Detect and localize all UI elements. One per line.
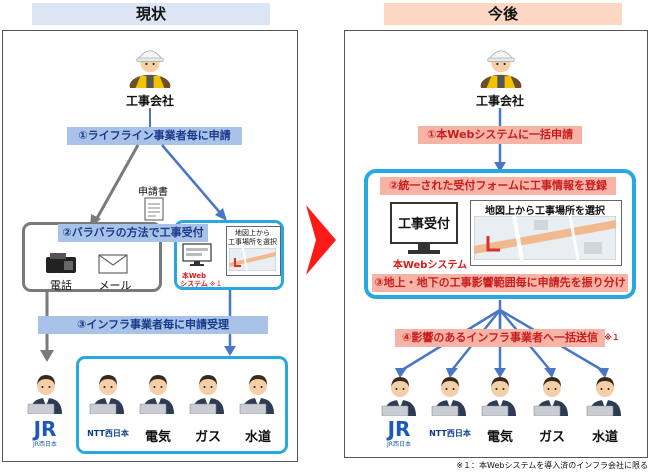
right-step1-bar: ①本Webシステムに一括申請 (418, 126, 582, 144)
right-water-officer-icon (585, 372, 625, 416)
right-map-caption: 地図上から工事場所を選択 (485, 206, 605, 217)
right-header: 今後 (384, 3, 622, 25)
left-gas-officer-icon (188, 370, 228, 414)
left-jr-label: JR西日本 (33, 441, 57, 448)
right-jr-label: JR西日本 (387, 441, 411, 448)
right-company-label: 工事会社 (475, 94, 524, 108)
left-infra-group-box (76, 356, 288, 454)
left-gas-label: ガス (194, 430, 221, 445)
left-electric-label: 電気 (144, 430, 171, 445)
left-electric-officer-icon (138, 370, 178, 414)
application-document-label: 申請書 (138, 187, 168, 198)
fax-phone-icon (46, 253, 76, 273)
left-jr-logo: JR JR西日本 (20, 419, 70, 448)
right-electric-officer-icon (480, 372, 520, 416)
right-ntt-label: NTT西日本 (429, 429, 471, 438)
right-ntt-officer-icon (430, 372, 470, 416)
left-water-label: 水道 (244, 430, 271, 445)
left-header: 現状 (32, 3, 270, 25)
right-water-label: 水道 (591, 430, 618, 445)
left-web-screen-text1: 地図上から (235, 229, 270, 237)
right-electric-label: 電気 (486, 430, 513, 445)
transition-arrow-icon (306, 205, 336, 275)
phone-label: 電話 (50, 279, 72, 292)
right-step3-bar: ③地上・地下の工事影響範囲毎に申請先を振り分け (372, 274, 628, 292)
left-web-screen-text2: 工事場所を選択 (228, 238, 277, 246)
right-step2-bar: ②統一された受付フォームに工事情報を登録 (380, 177, 616, 195)
left-company-label: 工事会社 (125, 94, 174, 108)
footnote: ※１：本Webシステムを導入済のインフラ会社に限る (456, 461, 648, 470)
right-monitor-icon (390, 202, 458, 254)
left-monitor-icon (182, 243, 212, 266)
application-document-icon (144, 197, 164, 221)
right-jr-logo: JR JR西日本 (374, 419, 424, 448)
left-water-officer-icon (238, 370, 278, 414)
right-map-thumbnail (474, 216, 616, 260)
right-gas-officer-icon (532, 372, 572, 416)
right-step4-bar: ④影響のあるインフラ事業者へ一括送信 (395, 329, 605, 347)
right-step4-note: ※１ (604, 333, 620, 342)
mail-label: メール (98, 279, 132, 292)
left-web-system-label2: システム (180, 280, 208, 288)
left-ntt-officer-icon (88, 370, 128, 414)
left-step1-bar: ①ライフライン事業者毎に申請 (67, 127, 242, 145)
left-jr-officer-icon (26, 370, 66, 414)
left-step3-bar: ③インフラ事業者毎に申請受理 (38, 316, 268, 334)
mail-icon (98, 254, 128, 274)
left-step2-bar: ②バラバラの方法で工事受付 (58, 224, 208, 242)
left-map-thumbnail (229, 248, 276, 271)
left-web-system-note: ※１ (209, 280, 223, 288)
left-web-system-label1: 本Web (181, 272, 207, 280)
right-gas-label: ガス (538, 430, 565, 445)
right-jr-officer-icon (380, 372, 420, 416)
right-web-system-label: 本Webシステム (392, 260, 468, 271)
right-form-title: 工事受付 (397, 217, 450, 232)
left-ntt-label: NTT西日本 (87, 429, 129, 438)
traditional-methods-box (22, 222, 162, 292)
